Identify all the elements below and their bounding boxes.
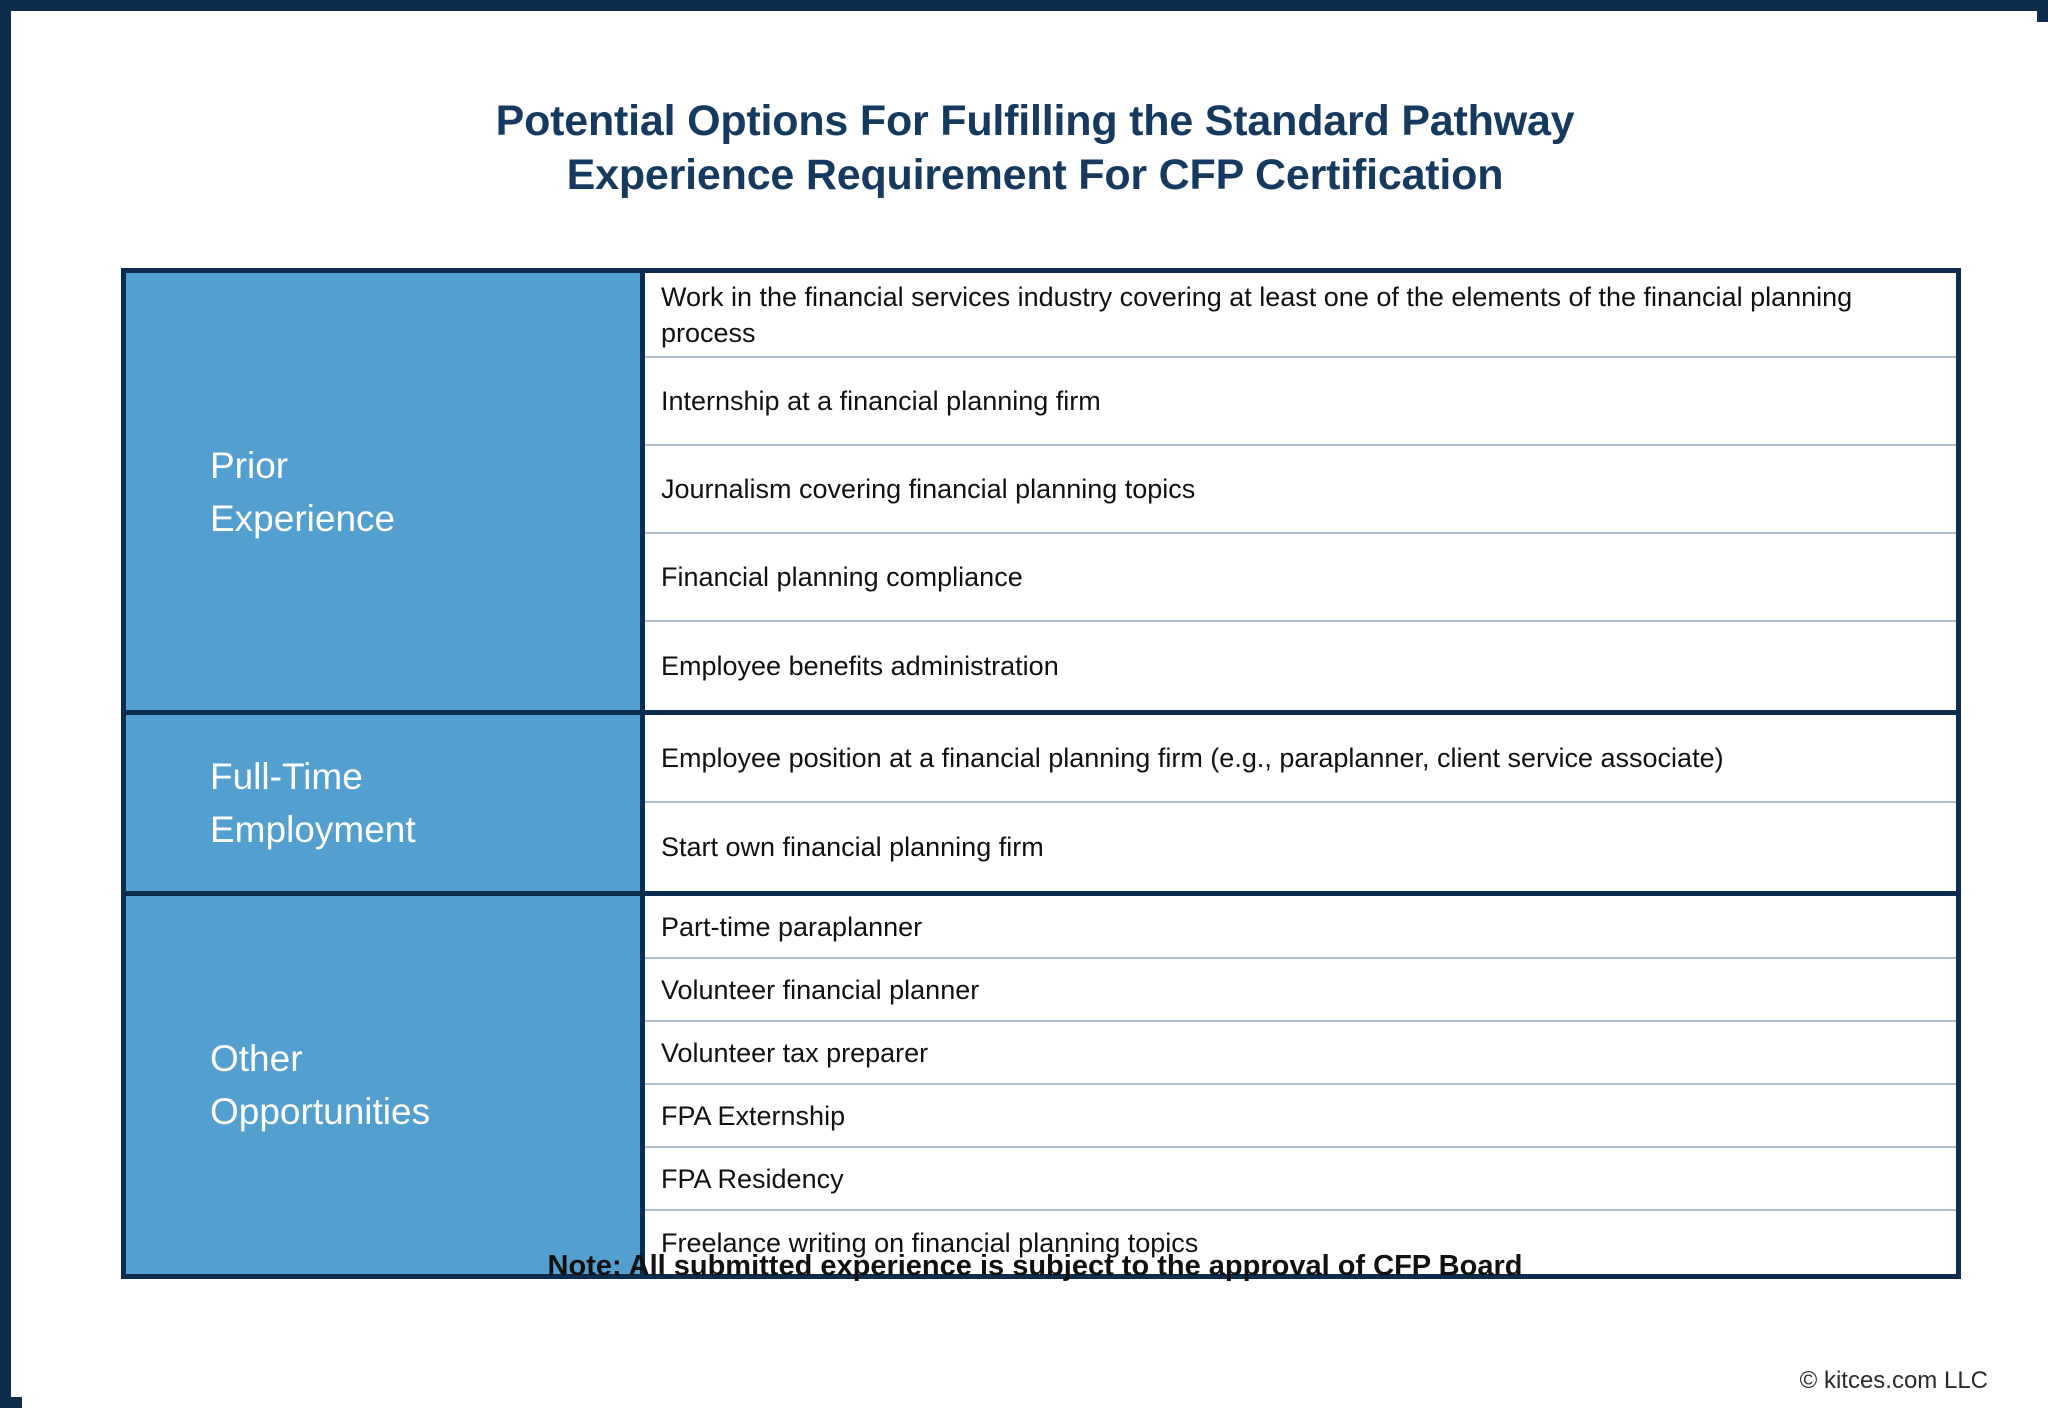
category-cell-prior-experience: Prior Experience bbox=[126, 273, 645, 710]
copyright-notice: © kitces.com LLC bbox=[1799, 1367, 1988, 1394]
category-label: Full-Time Employment bbox=[210, 756, 416, 850]
table-row: Journalism covering financial planning t… bbox=[645, 446, 1956, 534]
table-section-other-opportunities: Other Opportunities Part-time paraplanne… bbox=[126, 896, 1956, 1274]
page-title: Potential Options For Fulfilling the Sta… bbox=[22, 94, 2048, 202]
category-cell-other-opportunities: Other Opportunities bbox=[126, 896, 645, 1274]
table-row: Work in the financial services industry … bbox=[645, 273, 1956, 358]
options-table: Prior Experience Work in the financial s… bbox=[121, 268, 1961, 1279]
table-row: FPA Externship bbox=[645, 1085, 1956, 1148]
table-row: Start own financial planning firm bbox=[661, 832, 1044, 862]
footnote: Note: All submitted experience is subjec… bbox=[547, 1250, 1523, 1282]
items-cell-full-time-employment: Employee position at a financial plannin… bbox=[645, 715, 1956, 891]
table-row: Employee benefits administration bbox=[661, 651, 1059, 681]
table-row: Volunteer financial planner bbox=[645, 959, 1956, 1022]
table-row: Volunteer tax preparer bbox=[645, 1022, 1956, 1085]
category-label: Other Opportunities bbox=[210, 1038, 431, 1132]
table-section-prior-experience: Prior Experience Work in the financial s… bbox=[126, 273, 1956, 715]
category-cell-full-time-employment: Full-Time Employment bbox=[126, 715, 645, 891]
items-cell-prior-experience: Work in the financial services industry … bbox=[645, 273, 1956, 710]
items-cell-other-opportunities: Part-time paraplanner Volunteer financia… bbox=[645, 896, 1956, 1274]
table-row: Internship at a financial planning firm bbox=[645, 358, 1956, 446]
table-row: Financial planning compliance bbox=[645, 534, 1956, 622]
title-line-1: Potential Options For Fulfilling the Sta… bbox=[495, 97, 1575, 145]
table-section-full-time-employment: Full-Time Employment Employee position a… bbox=[126, 715, 1956, 896]
category-label: Prior Experience bbox=[210, 444, 396, 539]
poster-canvas: Potential Options For Fulfilling the Sta… bbox=[22, 22, 2048, 1408]
table-row: Employee position at a financial plannin… bbox=[645, 715, 1956, 803]
table-row: FPA Residency bbox=[645, 1148, 1956, 1211]
title-line-2: Experience Requirement For CFP Certifica… bbox=[566, 151, 1504, 199]
table-row: Part-time paraplanner bbox=[645, 896, 1956, 959]
table-row: Freelance writing on financial planning … bbox=[661, 1227, 1199, 1258]
